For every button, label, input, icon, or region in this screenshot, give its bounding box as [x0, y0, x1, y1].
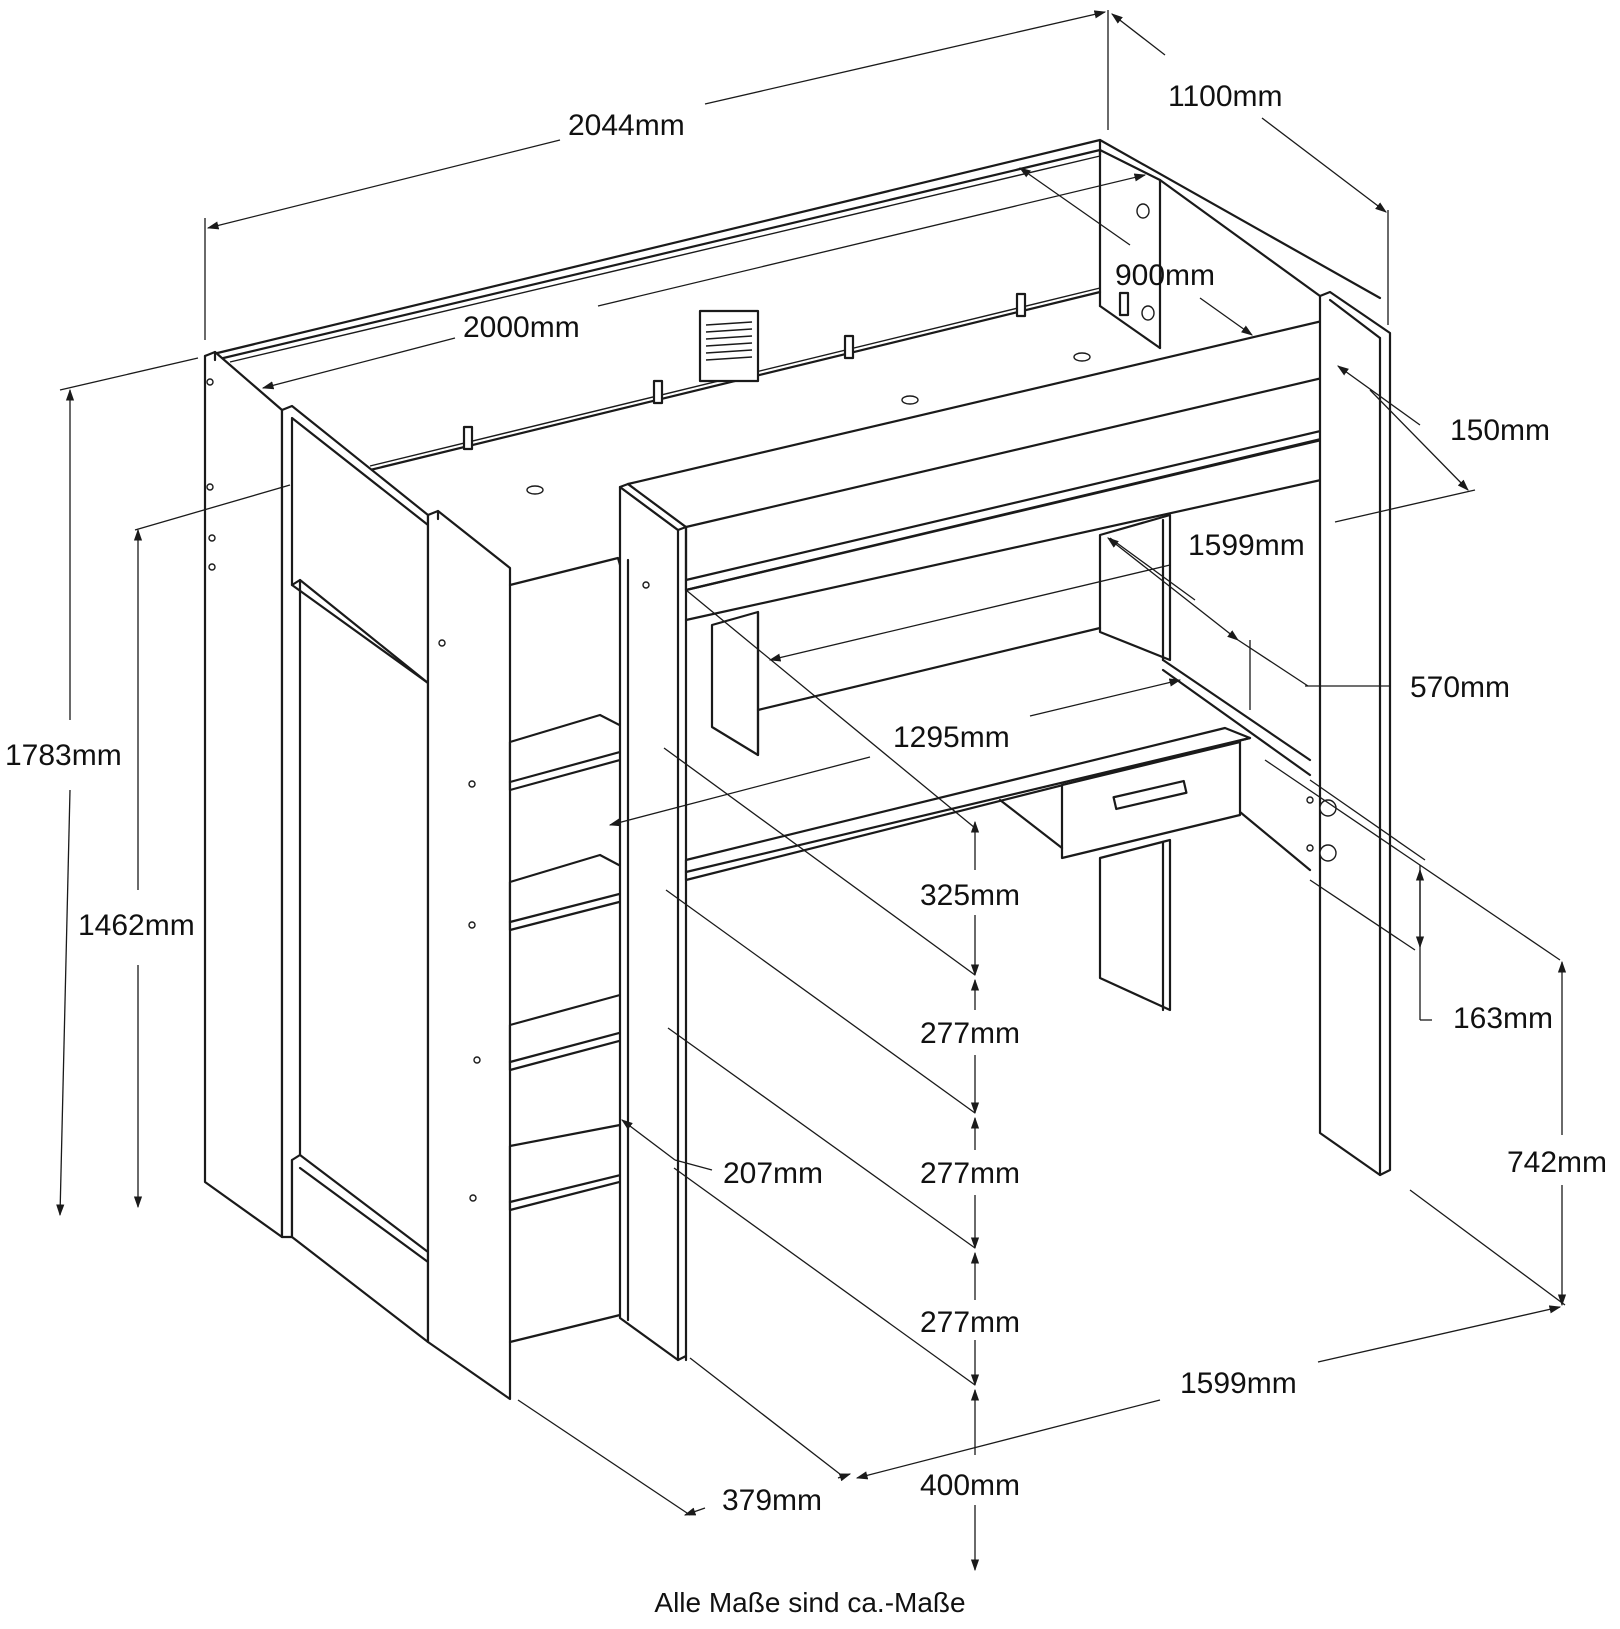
- dim-guard-rail-height: 150mm: [1450, 414, 1550, 447]
- right-post: [1318, 290, 1392, 1177]
- bed-frame-top: [203, 138, 1382, 495]
- dim-base-width: 1599mm: [1180, 1367, 1297, 1400]
- ladder-left-upright: [426, 509, 512, 1401]
- dim-ladder-depth: 379mm: [722, 1484, 822, 1517]
- dimension-lines: [56, 10, 1567, 1572]
- dim-mattress-length: 2000mm: [463, 311, 580, 344]
- dim-wardrobe-height: 1462mm: [78, 909, 195, 942]
- dimension-labels: 2044mm 1100mm 900mm 2000mm 150mm 1599mm …: [5, 80, 1607, 1618]
- dim-desk-width-upper: 1599mm: [1188, 529, 1305, 562]
- dim-desk-depth: 570mm: [1410, 671, 1510, 704]
- dim-step-1: 325mm: [920, 879, 1020, 912]
- dim-desk-height: 742mm: [1507, 1146, 1607, 1179]
- dim-overall-length: 2044mm: [568, 109, 685, 142]
- dim-desk-width-lower: 1295mm: [893, 721, 1010, 754]
- dim-overall-depth: 1100mm: [1168, 80, 1283, 113]
- dim-mattress-width: 900mm: [1115, 259, 1215, 292]
- desk: [684, 513, 1337, 1012]
- left-side-panel: [203, 350, 284, 1239]
- dim-step-depth: 207mm: [723, 1157, 823, 1190]
- guard-rail: [626, 316, 1382, 622]
- footnote: Alle Maße sind ca.-Maße: [654, 1587, 965, 1618]
- wardrobe-front: [280, 404, 430, 1344]
- ladder-right-upright: [618, 482, 688, 1362]
- dim-step-3: 277mm: [920, 1157, 1020, 1190]
- dim-drawer-height: 163mm: [1453, 1002, 1553, 1035]
- loft-bed-outline: [203, 138, 1392, 1401]
- dim-step-4: 277mm: [920, 1306, 1020, 1339]
- dim-overall-height: 1783mm: [5, 739, 122, 772]
- dim-step-2: 277mm: [920, 1017, 1020, 1050]
- dim-step-bottom: 400mm: [920, 1469, 1020, 1502]
